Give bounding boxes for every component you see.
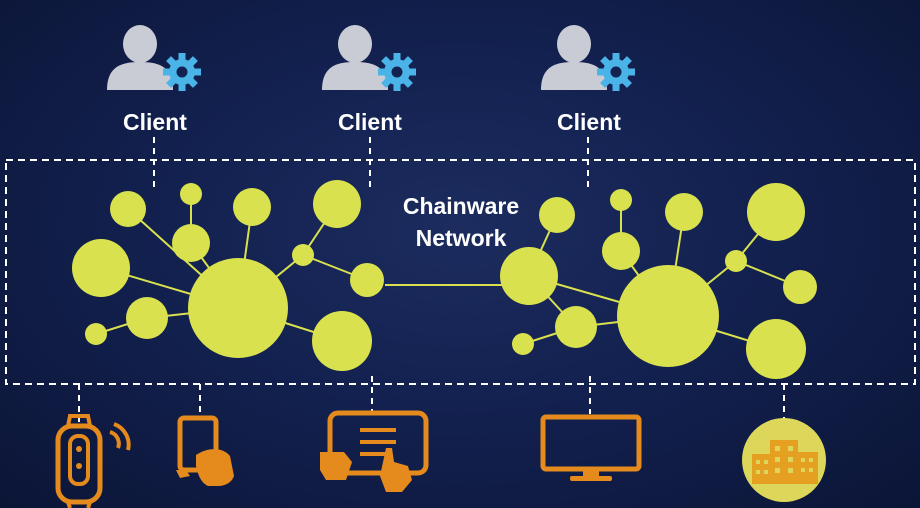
network-node <box>783 270 817 304</box>
network-label-line2: Network <box>415 225 507 251</box>
right-cluster-nodes <box>500 183 817 379</box>
client-1-icon <box>107 25 201 91</box>
network-node <box>292 244 314 266</box>
network-node <box>512 333 534 355</box>
network-node <box>188 258 288 358</box>
network-node <box>312 311 372 371</box>
client-label-2: Client <box>338 109 402 135</box>
network-label-line1: Chainware <box>402 193 520 219</box>
network-boundary <box>5 159 916 385</box>
client-connectors <box>153 137 589 192</box>
left-cluster-nodes <box>72 180 384 371</box>
device-connectors <box>78 376 785 422</box>
buildings-icon <box>742 418 826 502</box>
network-node <box>110 191 146 227</box>
network-node <box>602 232 640 270</box>
network-node <box>665 193 703 231</box>
tablet-touch-icon <box>320 410 429 492</box>
network-node <box>500 247 558 305</box>
client-3-icon <box>541 25 635 91</box>
phone-in-hand-icon <box>176 415 234 486</box>
smartwatch-icon <box>55 414 131 508</box>
network-node <box>747 183 805 241</box>
network-node <box>746 319 806 379</box>
gear-icon <box>378 53 416 91</box>
network-node <box>180 183 202 205</box>
network-node <box>313 180 361 228</box>
network-node <box>555 306 597 348</box>
network-node <box>350 263 384 297</box>
network-label: Chainware Network <box>381 190 541 254</box>
client-2-icon <box>322 25 416 91</box>
network-node <box>172 224 210 262</box>
gear-icon <box>597 53 635 91</box>
network-node <box>610 189 632 211</box>
client-label-3: Client <box>557 109 621 135</box>
network-node <box>233 188 271 226</box>
client-label-1: Client <box>123 109 187 135</box>
network-node <box>539 197 575 233</box>
gear-icon <box>163 53 201 91</box>
network-node <box>126 297 168 339</box>
network-node <box>725 250 747 272</box>
network-node <box>72 239 130 297</box>
network-node <box>617 265 719 367</box>
monitor-icon <box>540 414 642 481</box>
network-node <box>85 323 107 345</box>
